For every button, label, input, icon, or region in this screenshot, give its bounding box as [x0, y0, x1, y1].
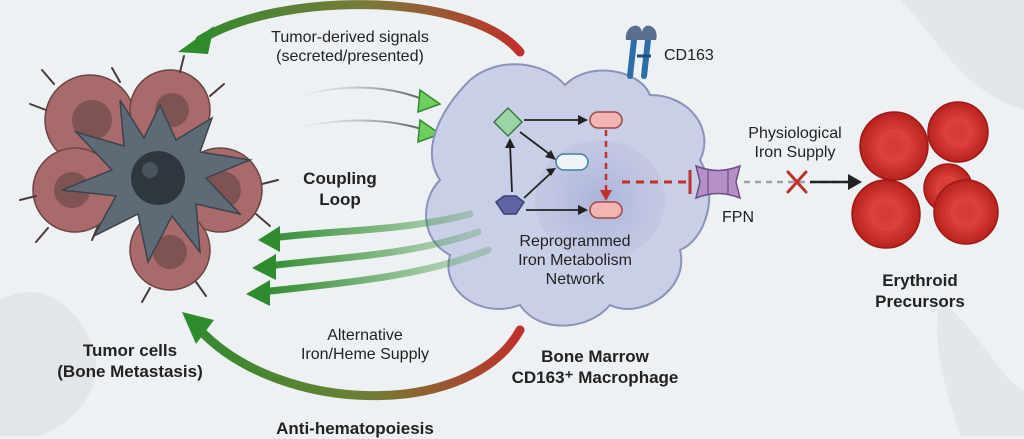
bottom-loop-arrowhead — [182, 312, 214, 344]
physiological-line1: Physiological — [748, 125, 842, 142]
iron-metabolism-network — [492, 106, 623, 219]
coupling-line2: Loop — [319, 190, 361, 209]
network-node-top-right — [589, 111, 623, 129]
alternative-supply-label: Alternative Iron/Heme Supply — [280, 326, 450, 364]
tumor-cells-label: Tumor cells (Bone Metastasis) — [40, 340, 220, 382]
network-line3: Network — [545, 271, 605, 288]
tumor-cells-line2: (Bone Metastasis) — [57, 362, 203, 381]
top-loop-arrow — [195, 0, 525, 57]
erythroid-line1: Erythroid — [882, 271, 958, 290]
coupling-loop-label: Coupling Loop — [290, 168, 390, 210]
tumor-signals-line1: Tumor-derived signals — [271, 29, 429, 46]
erythroid-label: Erythroid Precursors — [860, 270, 980, 312]
network-node-hexagon — [494, 195, 526, 215]
physiological-supply-arrowhead — [848, 174, 862, 190]
signal-arrowhead-2 — [417, 118, 442, 144]
tumor-cells-line1: Tumor cells — [82, 341, 178, 360]
network-node-bottom-right — [589, 201, 623, 219]
tumor-cell-cluster — [19, 55, 279, 303]
alternative-supply-arrows — [246, 210, 492, 306]
fpn-transporter-icon — [694, 164, 742, 200]
signal-arrowhead-1 — [417, 88, 442, 114]
blocked-cross-icon — [786, 170, 808, 194]
network-label: Reprogrammed Iron Metabolism Network — [490, 232, 660, 289]
macrophage-label: Bone Marrow CD163⁺ Macrophage — [480, 346, 710, 388]
tumor-signals-line2: (secreted/presented) — [276, 48, 424, 65]
macrophage-line2: CD163⁺ Macrophage — [511, 368, 679, 387]
anti-hematopoiesis-label: Anti-hematopoiesis — [276, 419, 434, 438]
network-node-diamond — [492, 106, 524, 138]
erythroid-line2: Precursors — [875, 292, 965, 311]
macrophage-line1: Bone Marrow — [541, 347, 649, 366]
bone-texture-right-bottom — [937, 300, 1024, 436]
alternative-line2: Iron/Heme Supply — [300, 346, 430, 363]
fpn-label: FPN — [722, 209, 754, 226]
cd163-receptor-icon — [625, 25, 657, 79]
network-line2: Iron Metabolism — [518, 252, 632, 269]
coupling-line1: Coupling — [303, 169, 377, 188]
cd163-label: CD163 — [664, 47, 714, 64]
signal-arrow-1 — [269, 86, 426, 111]
alternative-line1: Alternative — [327, 327, 403, 344]
bone-texture-left — [0, 292, 97, 436]
signal-arrow-2 — [261, 119, 426, 141]
tumor-signals-label: Tumor-derived signals (secreted/presente… — [240, 28, 460, 66]
erythroid-precursors-cluster — [851, 101, 999, 249]
bone-texture-right — [900, 0, 1024, 110]
bottom-loop-arrow — [195, 325, 525, 401]
network-line1: Reprogrammed — [519, 233, 631, 250]
network-node-center — [555, 153, 589, 171]
physiological-supply-label: Physiological Iron Supply — [730, 124, 860, 162]
top-loop-arrowhead — [178, 26, 214, 54]
physiological-line2: Iron Supply — [754, 144, 836, 161]
